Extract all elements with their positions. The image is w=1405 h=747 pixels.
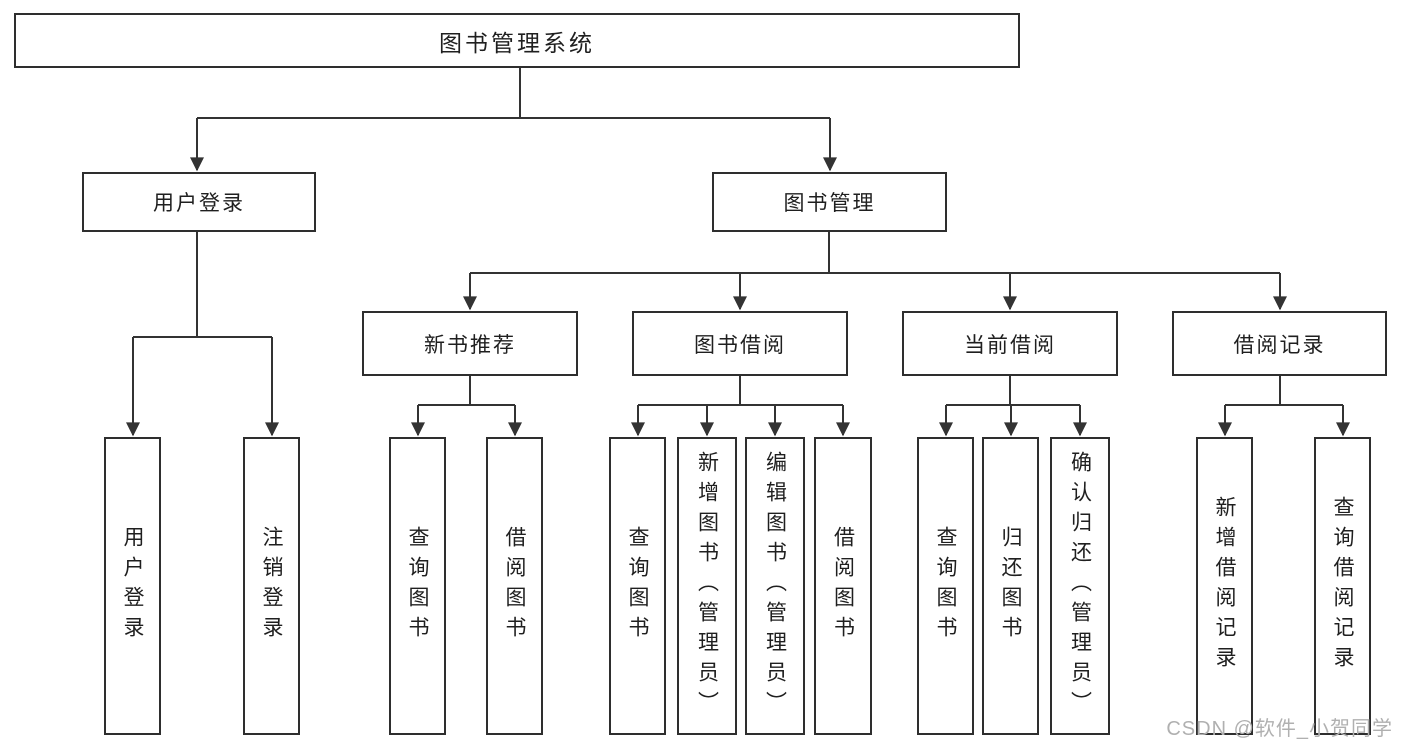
node-current-borrow: 当前借阅	[902, 311, 1118, 376]
node-user-login: 用户登录	[82, 172, 316, 232]
leaf-borrow-books: 借阅图书	[814, 437, 872, 735]
leaf-query-borrow-record-label: 查询借阅记录	[1331, 496, 1354, 676]
node-root-system-label: 图书管理系统	[439, 29, 595, 56]
leaf-query-borrow-record: 查询借阅记录	[1314, 437, 1371, 735]
leaf-user-login-label: 用户登录	[121, 526, 144, 646]
node-book-management-label: 图书管理	[783, 192, 876, 215]
leaf-query-books-borrow: 查询图书	[609, 437, 666, 735]
leaf-add-borrow-record: 新增借阅记录	[1196, 437, 1253, 735]
leaf-return-books-label: 归还图书	[999, 526, 1022, 646]
leaf-borrow-books-label: 借阅图书	[831, 526, 855, 646]
node-borrow-records: 借阅记录	[1172, 311, 1387, 376]
leaf-logout-label: 注销登录	[260, 526, 283, 646]
leaf-add-books-admin-label: 新增图书（管理员）	[695, 451, 719, 721]
leaf-query-books-recommend-label: 查询图书	[406, 526, 429, 646]
node-user-login-label: 用户登录	[153, 192, 245, 215]
leaf-borrow-books-recommend-label: 借阅图书	[503, 526, 526, 646]
leaf-return-books: 归还图书	[982, 437, 1039, 735]
node-borrow-records-label: 借阅记录	[1233, 333, 1326, 357]
node-current-borrow-label: 当前借阅	[964, 333, 1056, 357]
node-new-book-recommend: 新书推荐	[362, 311, 578, 376]
node-new-book-recommend-label: 新书推荐	[424, 333, 516, 357]
leaf-confirm-return-admin-label: 确认归还（管理员）	[1068, 451, 1092, 721]
leaf-query-books-recommend: 查询图书	[389, 437, 446, 735]
leaf-borrow-books-recommend: 借阅图书	[486, 437, 543, 735]
leaf-edit-books-admin-label: 编辑图书（管理员）	[763, 451, 787, 721]
csdn-watermark: CSDN @软件_小贺同学	[1166, 718, 1393, 740]
leaf-query-books-current: 查询图书	[917, 437, 974, 735]
leaf-logout: 注销登录	[243, 437, 300, 735]
leaf-query-books-borrow-label: 查询图书	[626, 526, 649, 646]
leaf-confirm-return-admin: 确认归还（管理员）	[1050, 437, 1110, 735]
leaf-add-borrow-record-label: 新增借阅记录	[1213, 496, 1236, 676]
leaf-edit-books-admin: 编辑图书（管理员）	[745, 437, 805, 735]
leaf-user-login: 用户登录	[104, 437, 161, 735]
leaf-add-books-admin: 新增图书（管理员）	[677, 437, 737, 735]
node-book-borrow: 图书借阅	[632, 311, 848, 376]
leaf-query-books-current-label: 查询图书	[934, 526, 957, 646]
node-book-borrow-label: 图书借阅	[694, 333, 786, 357]
connector-segments	[126, 68, 1350, 437]
node-book-management: 图书管理	[712, 172, 947, 232]
node-root-system: 图书管理系统	[14, 13, 1020, 68]
